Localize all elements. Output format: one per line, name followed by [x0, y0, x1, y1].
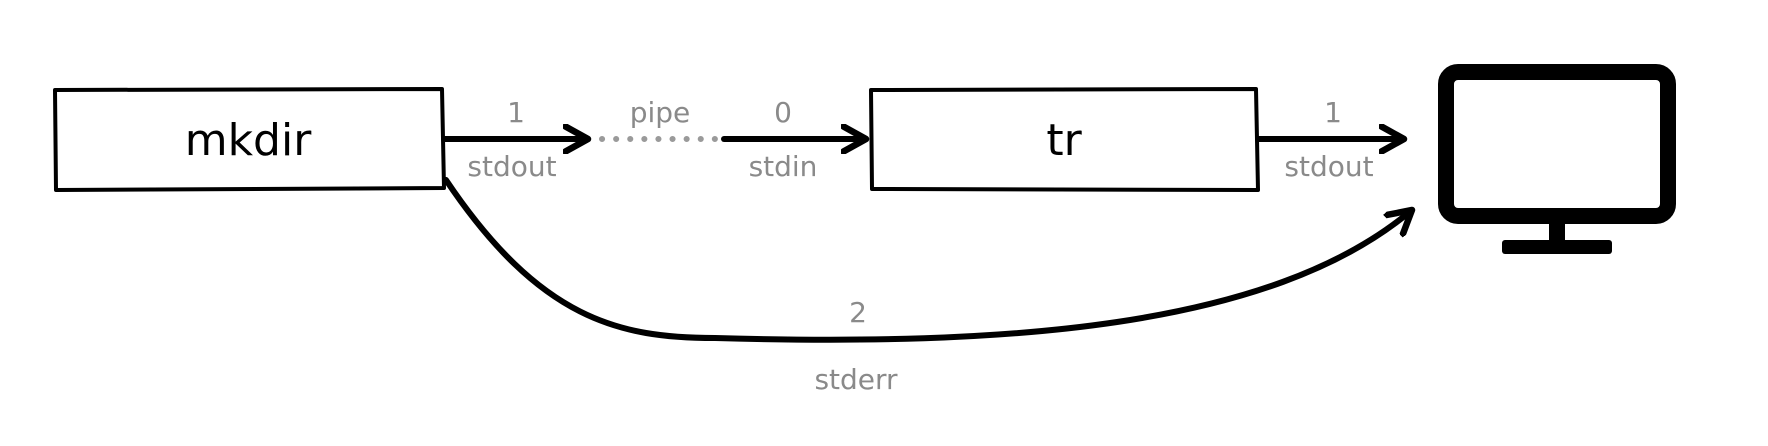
- tr-stdout-name: stdout: [1284, 150, 1373, 183]
- mkdir-stdout-fd: 1: [507, 96, 525, 129]
- tr-node: tr: [869, 87, 1260, 192]
- tr-stdin-fd: 0: [774, 96, 792, 129]
- tr-stdout-edge: 1 stdout: [1255, 96, 1404, 183]
- tr-stdin-name: stdin: [749, 150, 818, 183]
- mkdir-stdout-edge: 1 stdout: [441, 96, 588, 183]
- pipe-edge: pipe: [599, 96, 719, 142]
- tr-stdin-edge: 0 stdin: [721, 96, 866, 183]
- monitor-icon: [1438, 64, 1676, 254]
- stderr-name: stderr: [814, 363, 898, 396]
- tr-stdout-fd: 1: [1324, 96, 1342, 129]
- stderr-edge: 2 stderr: [443, 177, 1412, 396]
- tr-label: tr: [1046, 115, 1082, 166]
- mkdir-node: mkdir: [53, 87, 446, 192]
- mkdir-label: mkdir: [185, 115, 312, 166]
- pipe-label: pipe: [630, 96, 691, 129]
- mkdir-stdout-name: stdout: [467, 150, 556, 183]
- stderr-fd: 2: [849, 296, 867, 329]
